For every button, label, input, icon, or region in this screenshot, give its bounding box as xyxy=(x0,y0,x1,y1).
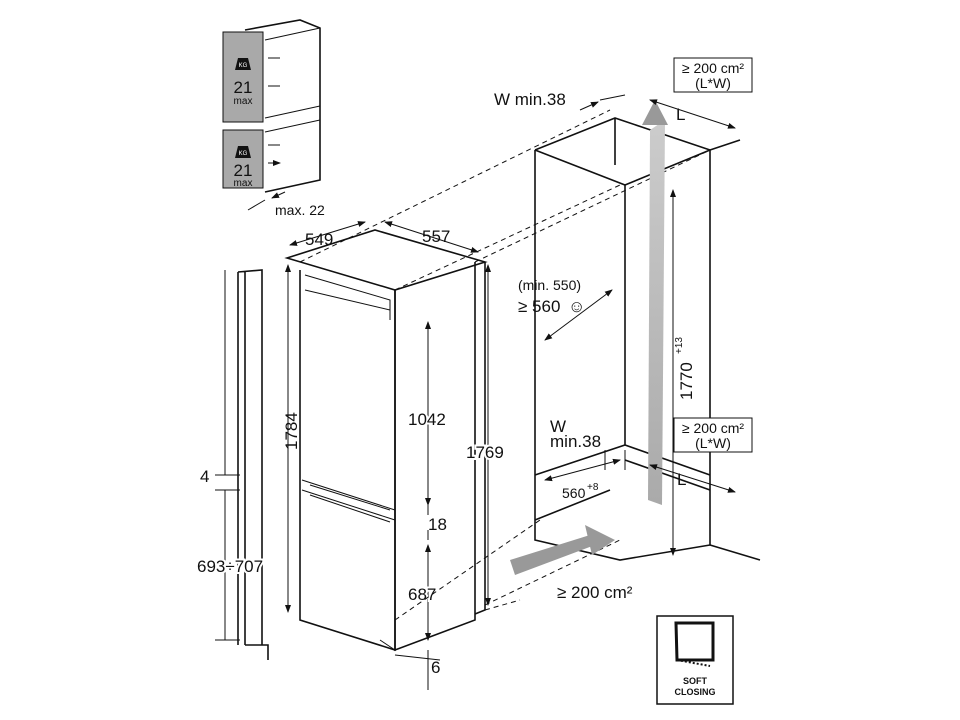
lower-max-label: max xyxy=(234,178,253,189)
weight-badge: KG xyxy=(239,151,248,157)
bottom-L-label: L xyxy=(677,470,686,489)
upper-door-panel xyxy=(222,31,264,123)
appliance-illustration: 549 557 1784 1042 1769 18 687 6 xyxy=(282,221,506,690)
door-gap-dimension: 18 xyxy=(428,515,447,534)
weight-icon: KG xyxy=(235,58,251,70)
niche-width-dimension: 560 xyxy=(562,485,586,501)
weight-icon: KG xyxy=(235,146,251,158)
upper-max-label: max xyxy=(234,96,253,107)
door-rail-illustration: 4 693÷707 xyxy=(195,269,269,660)
lower-max-weight: 21 xyxy=(234,161,253,180)
mid-vent-formula: (L*W) xyxy=(695,435,731,451)
rail-range-label: 693÷707 xyxy=(197,557,263,576)
bottom-wall-min-label: min.38 xyxy=(550,432,601,451)
total-height-dimension: 1784 xyxy=(282,412,301,450)
airflow-up-arrow xyxy=(648,120,665,505)
soft-closing-badge: SOFT CLOSING xyxy=(656,615,734,705)
depth-recommended-label: ≥ 560 xyxy=(518,297,560,316)
niche-illustration: W min.38 L ≥ 200 cm² (L*W) (min. 550) ≥ … xyxy=(494,57,761,602)
upper-door-dimension: 1042 xyxy=(408,410,446,429)
niche-height-tolerance: +13 xyxy=(674,337,685,354)
panel-gap-label: max. 22 xyxy=(275,202,325,218)
bottom-vent-area: ≥ 200 cm² xyxy=(557,583,633,602)
depth-dimension: 549 xyxy=(305,230,333,249)
body-height-dimension: 1769 xyxy=(466,443,504,462)
mid-vent-box: ≥ 200 cm² (L*W) xyxy=(673,417,753,453)
niche-width-tolerance: +8 xyxy=(587,482,599,493)
width-dimension: 557 xyxy=(422,227,450,246)
soft-closing-door-icon xyxy=(674,621,715,662)
top-wall-min-label: W min.38 xyxy=(494,90,566,109)
smile-icon: ☺ xyxy=(568,297,585,316)
bottom-gap-dimension: 6 xyxy=(431,658,440,677)
rail-gap-label: 4 xyxy=(200,467,209,486)
mid-vent-area: ≥ 200 cm² xyxy=(682,420,744,436)
lower-door-panel xyxy=(222,129,264,189)
top-L-label: L xyxy=(676,105,685,124)
depth-min-label: (min. 550) xyxy=(518,277,581,293)
lower-door-dimension: 687 xyxy=(408,585,436,604)
weight-badge: KG xyxy=(239,63,248,69)
door-panels-illustration: KG 21 max KG 21 max max. 22 xyxy=(222,19,325,218)
niche-height-dimension: 1770 xyxy=(677,362,696,400)
airflow-in-arrow xyxy=(510,535,595,575)
top-vent-box: ≥ 200 cm² (L*W) xyxy=(673,57,753,93)
upper-max-weight: 21 xyxy=(234,78,253,97)
top-vent-area: ≥ 200 cm² xyxy=(682,60,744,76)
projection-lines xyxy=(299,109,711,621)
top-vent-formula: (L*W) xyxy=(695,75,731,91)
bottom-wall-w-label: W xyxy=(550,417,566,436)
soft-closing-line1: SOFT xyxy=(683,676,708,686)
soft-closing-line2: CLOSING xyxy=(674,687,715,697)
